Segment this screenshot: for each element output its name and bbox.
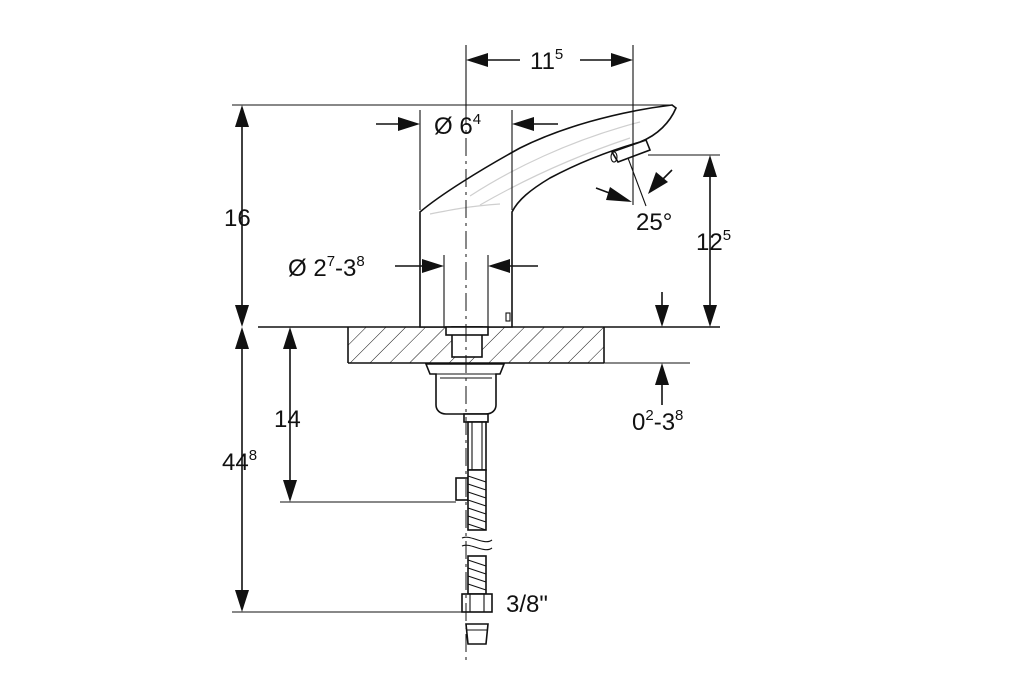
svg-text:125: 125 — [696, 227, 731, 256]
dimension-base-diameter: Ø 27-38 — [288, 253, 538, 327]
countertop — [258, 326, 720, 364]
dimension-spout-reach: 115 — [465, 45, 634, 205]
svg-text:448: 448 — [222, 447, 257, 476]
dimension-spout-diameter: Ø 64 — [376, 110, 558, 210]
connection-label: 3/8" — [506, 591, 548, 618]
outlet-height-value: 12 — [696, 229, 723, 256]
faucet-body — [419, 104, 677, 358]
dimension-spray-angle: 25° — [595, 157, 673, 236]
base-diameter-value: Ø 2 — [288, 255, 327, 282]
dimension-height: 16 — [224, 104, 672, 327]
dimension-counter-thickness: 02-38 — [632, 292, 683, 436]
fixing-nut — [424, 363, 506, 415]
counter-thickness-value: 0 — [632, 409, 645, 436]
dimension-total-below: 448 — [222, 327, 462, 613]
below-counter-value: 14 — [274, 406, 301, 433]
spray-angle-value: 25° — [636, 209, 672, 236]
svg-text:Ø 64: Ø 64 — [434, 111, 481, 140]
spout-diameter-value: Ø 6 — [434, 113, 473, 140]
dimension-outlet-height: 125 — [648, 154, 731, 327]
total-below-value: 44 — [222, 449, 249, 476]
spout-diameter-sup: 4 — [473, 111, 481, 128]
height-value: 16 — [224, 205, 251, 232]
spout-reach-sup: 5 — [555, 46, 563, 63]
supply-hose — [455, 413, 493, 645]
dimension-below-counter: 14 — [274, 327, 456, 503]
spout-reach-value: 11 — [530, 48, 555, 75]
svg-text:115: 115 — [530, 46, 563, 75]
svg-text:Ø 27-38: Ø 27-38 — [288, 253, 365, 282]
svg-text:02-38: 02-38 — [632, 407, 683, 436]
